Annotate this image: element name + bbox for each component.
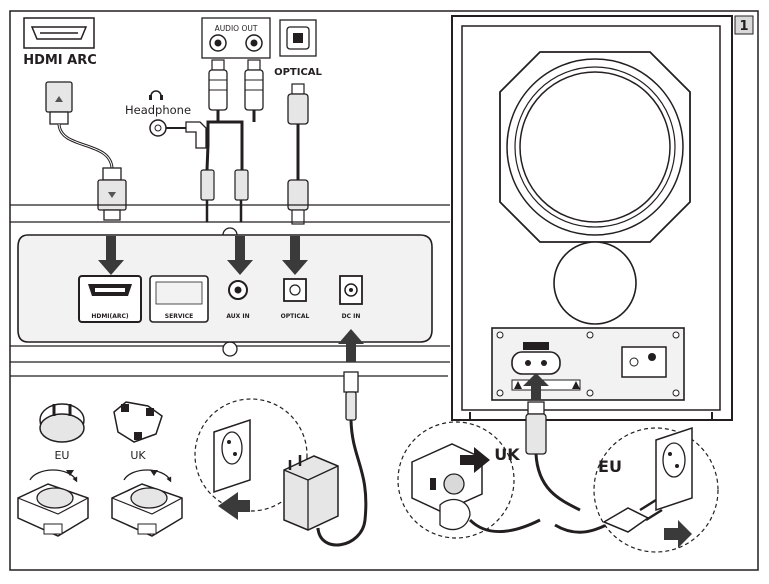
panel-optical-port	[283, 278, 307, 302]
audio-out-label: AUDIO OUT	[215, 24, 258, 33]
uk-adapter-icon	[113, 401, 163, 443]
adapter-mount-left	[17, 469, 89, 537]
dc-cable	[316, 419, 368, 547]
hdmi-arc-port-icon	[23, 17, 95, 49]
power-adapter-icon	[283, 455, 339, 531]
optical-plug-lower-icon	[287, 179, 309, 225]
panel-hdmi-port	[78, 275, 142, 323]
eu-socket-label: EU	[598, 457, 622, 476]
ac-inlet	[511, 351, 561, 375]
dc-plug-icon	[343, 371, 359, 421]
panel-optical-label: OPTICAL	[281, 313, 310, 320]
woofer-cone	[519, 71, 671, 223]
headphone-icon	[149, 90, 163, 100]
uk-adapter-label: UK	[130, 449, 146, 462]
aux-plugs-icon	[200, 169, 249, 222]
wall-socket-adapter-circle	[194, 398, 308, 512]
power-switch	[621, 346, 667, 378]
arrow-right-uk	[460, 447, 490, 473]
subwoofer	[451, 15, 733, 421]
arrow-down-optical	[282, 236, 308, 275]
headphone-jack-icon	[149, 119, 207, 149]
optical-top-label: OPTICAL	[274, 67, 322, 78]
panel-service-port	[149, 275, 209, 323]
panel-dc-port	[339, 275, 363, 305]
uk-socket-circle	[397, 421, 515, 539]
arrow-down-aux	[227, 236, 253, 275]
hdmi-plug-lower-icon	[97, 167, 127, 221]
rca-cable	[205, 120, 218, 171]
figure-number: 1	[739, 19, 748, 34]
arrow-down-hdmi	[98, 236, 124, 275]
arrow-left-adapter	[218, 492, 250, 520]
hdmi-arc-label: HDMI ARC	[23, 53, 97, 68]
panel-hdmi-label: HDMI(ARC)	[91, 313, 129, 320]
panel-service-label: SERVICE	[165, 313, 193, 320]
adapter-mount-right	[111, 469, 183, 537]
hdmi-plug-upper-icon	[45, 81, 73, 125]
bass-port	[553, 241, 637, 325]
panel-dc-label: DC IN	[342, 313, 361, 320]
rca-plugs-icon	[208, 59, 264, 111]
panel-aux-label: AUX IN	[226, 313, 249, 320]
eu-adapter-icon	[39, 403, 85, 443]
audio-out-port-icon	[201, 17, 271, 59]
eu-socket-circle	[593, 426, 719, 553]
uk-socket-label: UK	[494, 445, 520, 464]
eu-adapter-label: EU	[54, 449, 69, 462]
soundbar-body	[10, 204, 450, 363]
ac-cable	[534, 453, 581, 512]
panel-aux-port	[228, 280, 248, 300]
arrow-up-dc	[338, 329, 364, 362]
connect-arrows	[98, 236, 364, 362]
arrow-right-eu	[664, 520, 692, 548]
headphone-label: Headphone	[125, 103, 191, 117]
figure-number-badge: 1	[734, 15, 754, 35]
optical-plug-upper-icon	[287, 83, 309, 125]
optical-port-icon	[279, 19, 317, 57]
ac-plug-icon	[525, 401, 547, 455]
arrow-up-ac	[523, 373, 549, 400]
